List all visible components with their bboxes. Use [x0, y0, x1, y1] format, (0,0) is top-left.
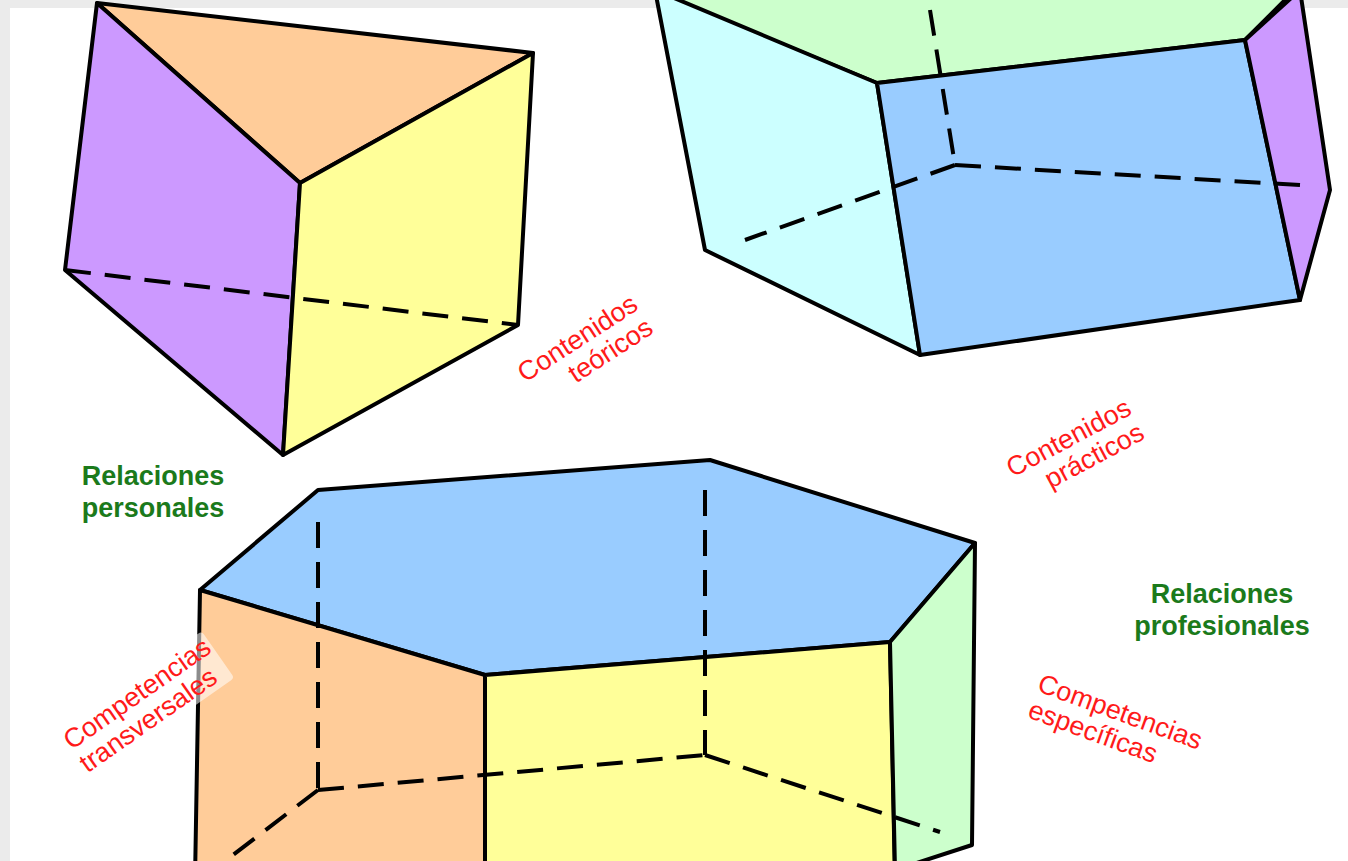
hidden-edge	[225, 790, 318, 861]
topic-label: Contenidos teóricos	[511, 288, 660, 412]
hidden-edge	[745, 165, 955, 240]
prism-face	[65, 3, 300, 455]
hidden-edge	[705, 755, 940, 832]
competence-label: Competencias específicas	[1022, 668, 1207, 782]
prism-face	[877, 40, 1300, 355]
prism-face	[283, 53, 533, 455]
prism-face	[655, 0, 920, 355]
prism-face	[1245, 0, 1330, 300]
hidden-edge	[65, 270, 518, 325]
relation-label: Relaciones personales	[80, 460, 227, 525]
hidden-edge	[316, 522, 320, 790]
hidden-edge	[318, 755, 705, 790]
competence-label: Competencias transversales	[56, 631, 233, 779]
topic-label: Contenidos prácticos	[1000, 392, 1151, 508]
prism-face	[195, 590, 485, 861]
relation-label: Relaciones profesionales	[1132, 578, 1312, 643]
prism-face	[485, 642, 895, 861]
hidden-edge	[955, 165, 1300, 185]
hidden-edge	[930, 10, 955, 165]
hidden-edge	[703, 490, 707, 755]
prism-face	[890, 543, 975, 861]
